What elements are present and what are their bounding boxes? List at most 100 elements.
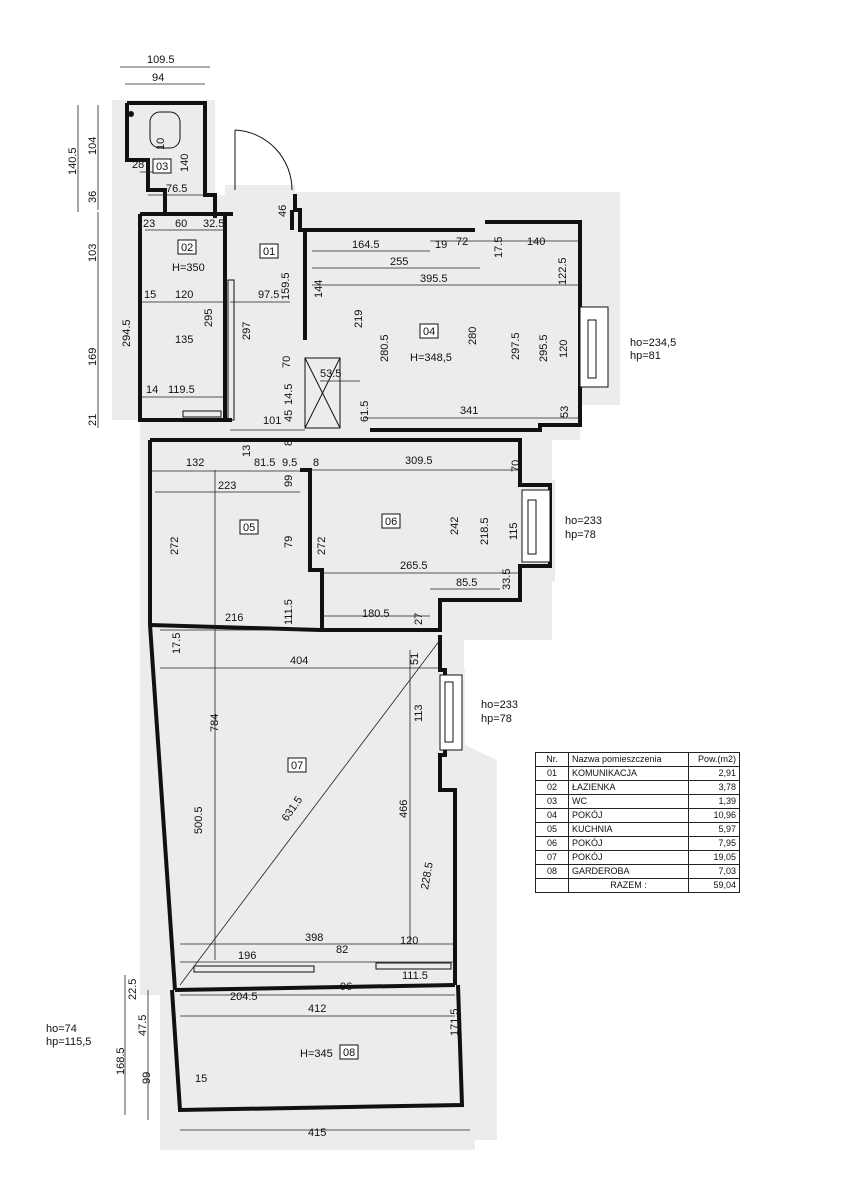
room-05-label: 05 (243, 522, 255, 534)
col-header-name: Nazwa pomieszczenia (568, 752, 689, 767)
col-header-area: Pow.(m2) (688, 752, 740, 767)
dim-label: 294.5 (121, 319, 133, 347)
row-area: 3,78 (688, 780, 740, 795)
row-name: KOMUNIKACJA (568, 766, 689, 781)
dim-label: 272 (316, 537, 328, 555)
dim-label: 120 (400, 935, 418, 947)
entrance-door (234, 129, 293, 191)
dim-label: 15 (195, 1073, 207, 1085)
dim-label: 51 (409, 653, 421, 665)
dim-label: 159.5 (280, 272, 292, 300)
dim-label: 70 (510, 460, 522, 472)
row-nr: 03 (535, 794, 569, 809)
dim-label: 70 (281, 356, 293, 368)
total-label: RAZEM : (568, 878, 689, 893)
dim-label: 196 (238, 950, 256, 962)
dim-label: 115 (508, 522, 520, 540)
dim-label: 466 (398, 800, 410, 818)
dim-label: 223 (218, 480, 236, 492)
dim-label: 341 (460, 405, 478, 417)
dim-label: 99 (283, 475, 295, 487)
row-name: POKÓJ (568, 836, 689, 851)
dim-label: 784 (209, 714, 221, 732)
window-04-ho: ho=234,5 (630, 337, 676, 349)
dimension-lines (77, 66, 580, 1131)
room-04-height: H=348,5 (410, 352, 452, 364)
total-value: 59,04 (688, 878, 740, 893)
dim-label: 169 (87, 348, 99, 366)
room-02-height: H=350 (172, 262, 205, 274)
room-02-label: 02 (181, 242, 193, 254)
table-header-row: Nr. Nazwa pomieszczenia Pow.(m2) (535, 752, 740, 767)
dim-label: 13 (241, 445, 253, 457)
dim-label: 295 (203, 309, 215, 327)
dim-label: 140 (527, 236, 545, 248)
dim-label: 297 (241, 322, 253, 340)
dim-label: 21 (87, 414, 99, 426)
room-labels: 01 02 H=350 03 04 H=348,5 05 06 07 H=345… (152, 158, 452, 1060)
dim-label: 132 (186, 457, 204, 469)
dim-label: 295.5 (538, 334, 550, 362)
dim-label: 297.5 (510, 332, 522, 360)
dim-label: 135 (175, 334, 193, 346)
room-06-label: 06 (385, 516, 397, 528)
row-name: POKÓJ (568, 808, 689, 823)
dim-label: 120 (175, 289, 193, 301)
table-row: 02 ŁAZIENKA 3,78 (535, 780, 740, 795)
dim-label: 216 (225, 612, 243, 624)
dim-label: 46 (277, 205, 289, 217)
room-area-table: Nr. Nazwa pomieszczenia Pow.(m2) 01 KOMU… (535, 752, 740, 893)
dim-label: 76.5 (166, 183, 187, 195)
window-notes: ho=234,5 hp=81 ho=233 hp=78 ho=233 hp=78… (46, 337, 676, 1048)
row-area: 7,95 (688, 836, 740, 851)
table-row: 01 KOMUNIKACJA 2,91 (535, 766, 740, 781)
total-empty-cell (535, 878, 569, 893)
row-name: KUCHNIA (568, 822, 689, 837)
window-07-ho: ho=233 (481, 699, 518, 711)
exterior-zone (112, 100, 620, 1150)
room-08-label: 08 (343, 1047, 355, 1059)
room-07-label: 07 (291, 760, 303, 772)
dim-label: 171.5 (449, 1008, 461, 1036)
dim-label: 99 (141, 1072, 153, 1084)
dim-label: 113 (413, 704, 425, 722)
row-name: POKÓJ (568, 850, 689, 865)
row-name: WC (568, 794, 689, 809)
row-name: ŁAZIENKA (568, 780, 689, 795)
dim-label: 168.5 (115, 1047, 127, 1075)
windows (439, 306, 609, 751)
walls (125, 101, 582, 1113)
window-07-hp: hp=78 (481, 713, 512, 725)
dim-label: 204.5 (230, 991, 258, 1003)
room-03-label: 03 (156, 161, 168, 173)
dim-label: 272 (169, 537, 181, 555)
dim-label: 500.5 (193, 806, 205, 834)
row-name: GARDEROBA (568, 864, 689, 879)
row-nr: 01 (535, 766, 569, 781)
table-row: 07 POKÓJ 19,05 (535, 850, 740, 865)
dim-label: 27 (413, 613, 425, 625)
dim-label: 180.5 (362, 608, 390, 620)
row-area: 19,05 (688, 850, 740, 865)
dim-label: 15 (144, 289, 156, 301)
room-08-height: H=345 (300, 1048, 333, 1060)
dim-label: 32.5 (203, 218, 224, 230)
table-total-row: RAZEM : 59,04 (535, 878, 740, 893)
table-row: 03 WC 1,39 (535, 794, 740, 809)
dim-label: 398 (305, 932, 323, 944)
dim-label: 53 (559, 406, 571, 418)
dim-label: 82 (336, 944, 348, 956)
row-nr: 02 (535, 780, 569, 795)
dim-label: 122.5 (557, 257, 569, 285)
dim-label: 72 (456, 236, 468, 248)
dim-label: 404 (290, 655, 308, 667)
window-06-ho: ho=233 (565, 515, 602, 527)
dim-label: 280 (467, 327, 479, 345)
dim-label: 61.5 (359, 401, 371, 422)
dim-label: 144 (313, 280, 325, 298)
dim-label: 104 (87, 137, 99, 155)
dim-label: 119.5 (168, 384, 195, 396)
row-nr: 08 (535, 864, 569, 879)
dim-label: 120 (558, 340, 570, 358)
